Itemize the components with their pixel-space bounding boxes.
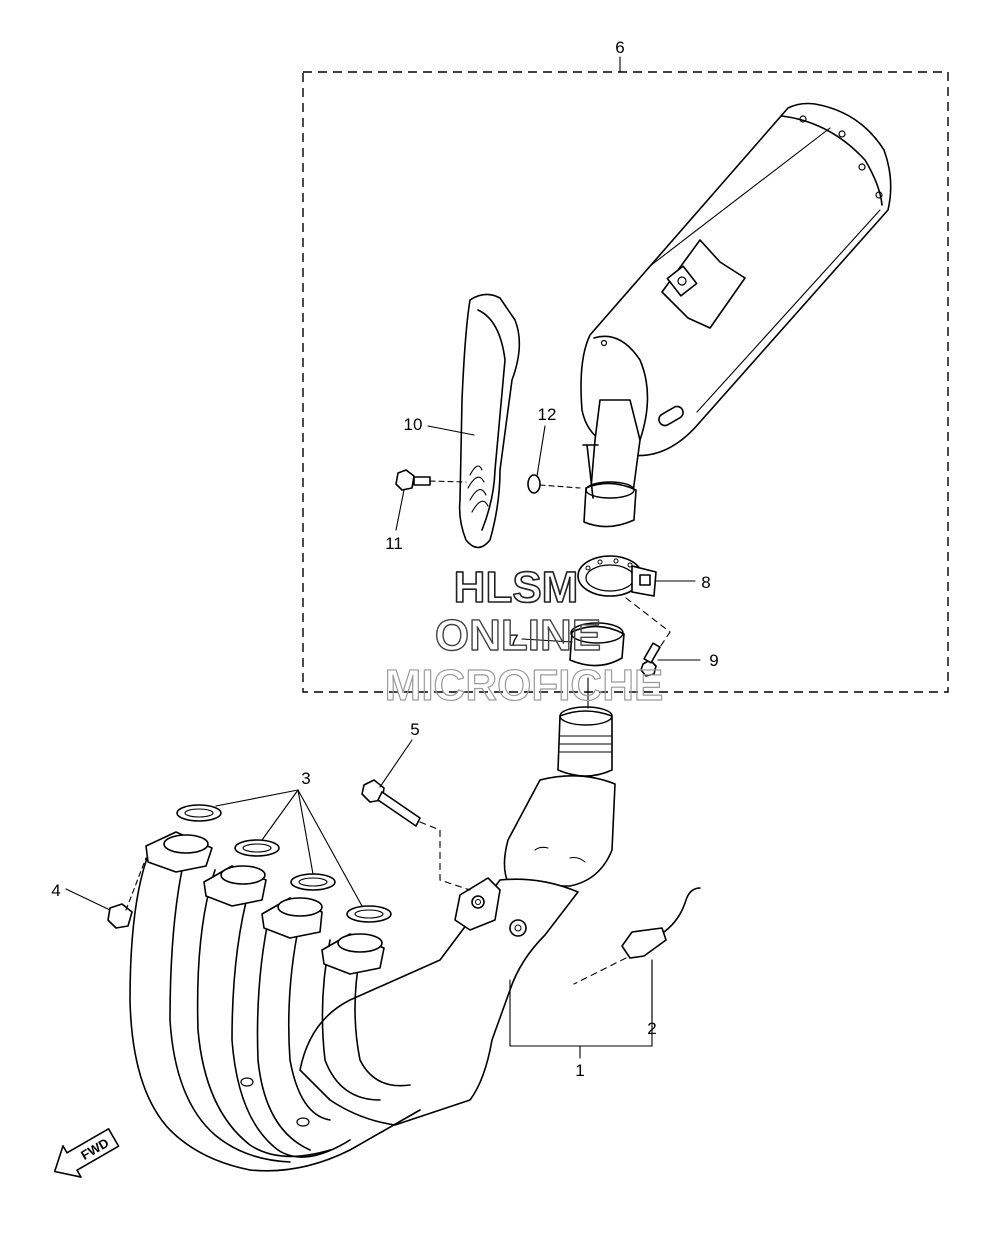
gasket-ring [569,622,625,667]
muffler-clamp [577,555,657,597]
axis-12 [539,484,581,489]
callout-11: 11 [385,534,403,553]
callout-12: 12 [538,405,557,424]
leader-12 [536,425,546,477]
callout-3: 3 [301,769,310,788]
heat-shield [458,293,521,549]
exhaust-pipe-assembly [129,706,616,1172]
bracket-bolt [361,779,471,891]
callout-1: 1 [575,1061,584,1080]
bracket-1-2 [509,959,653,1047]
watermark: HLSM ONLINE MICROFICHE [384,562,664,710]
callout-2: 2 [647,1019,656,1038]
leader-7 [521,638,573,643]
callout-5: 5 [410,720,419,739]
leader-3d [297,789,363,907]
clamp-bolt [640,642,661,677]
watermark-line1: HLSM [454,563,579,612]
watermark-line2: ONLINE [435,611,601,660]
leader-3c [297,789,314,875]
axis-9 [625,597,671,657]
forward-direction-badge: FWD [53,1128,120,1178]
callout-6: 6 [615,38,624,57]
leader-11 [395,489,405,531]
leader-4 [65,888,111,911]
leader-5 [379,739,413,788]
muffler-body [580,102,892,528]
watermark-line3: MICROFICHE [385,661,664,710]
washer [527,474,541,494]
leader-10 [427,425,475,436]
callout-4: 4 [51,881,60,900]
callout-7: 7 [509,631,518,650]
exhaust-gaskets [176,804,392,923]
leader-3b [261,789,299,841]
callout-10: 10 [404,415,423,434]
flange-nut [107,857,147,929]
muffler-assembly-boundary [302,71,949,693]
leader-3a [215,789,299,807]
screw-bolt [395,469,467,491]
callout-9: 9 [709,651,718,670]
callout-8: 8 [701,573,710,592]
oxygen-sensor [573,887,701,985]
